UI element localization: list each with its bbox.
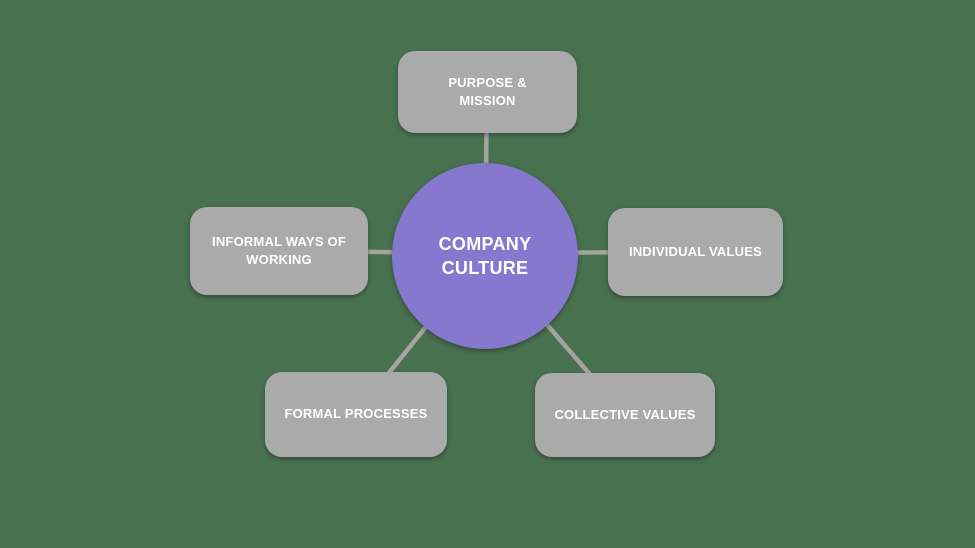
- node-company-culture-label: COMPANY CULTURE: [438, 233, 532, 278]
- node-collective-values: COLLECTIVE VALUES: [535, 373, 715, 457]
- node-purpose-mission-label: PURPOSE & MISSION: [448, 74, 527, 108]
- node-company-culture-center: COMPANY CULTURE: [392, 163, 578, 349]
- node-individual-values: INDIVIDUAL VALUES: [608, 208, 783, 296]
- node-informal-ways-of-working-label: INFORMAL WAYS OF WORKING: [212, 233, 346, 267]
- node-informal-ways-of-working: INFORMAL WAYS OF WORKING: [190, 207, 368, 295]
- node-collective-values-label: COLLECTIVE VALUES: [554, 406, 696, 422]
- node-formal-processes-label: FORMAL PROCESSES: [284, 406, 428, 422]
- node-purpose-mission: PURPOSE & MISSION: [398, 51, 577, 133]
- node-individual-values-label: INDIVIDUAL VALUES: [629, 243, 762, 259]
- node-formal-processes: FORMAL PROCESSES: [265, 372, 447, 457]
